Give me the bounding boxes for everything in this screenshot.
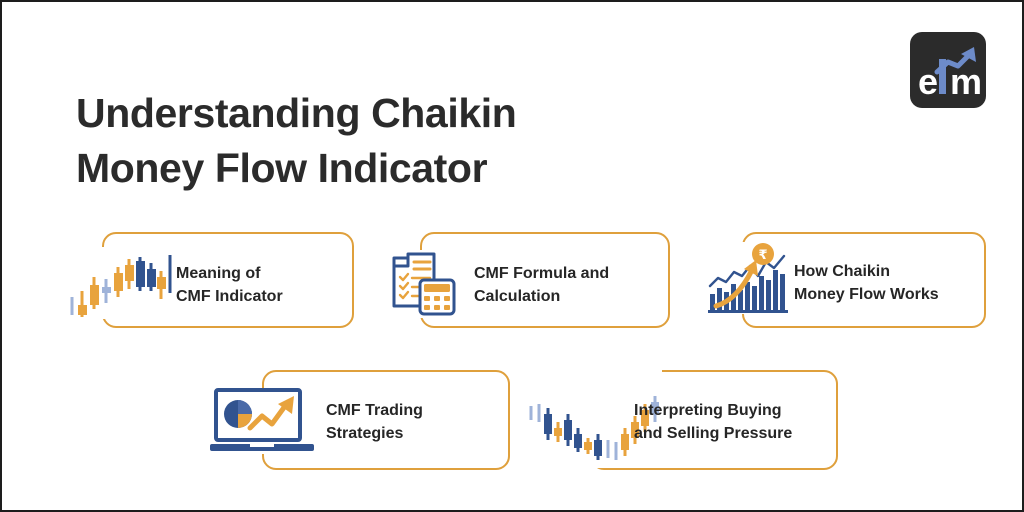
rupee-symbol: ₹ <box>758 248 767 263</box>
topic-card-label-3-line-1: How Chaikin <box>794 263 891 280</box>
topic-card-label-2: CMF Formula and Calculation <box>474 263 609 308</box>
topic-card-label-5: Interpreting Buying and Selling Pressure <box>634 400 792 445</box>
topic-card-label-3: How Chaikin Money Flow Works <box>794 261 939 306</box>
page-title: Understanding Chaikin Money Flow Indicat… <box>76 86 716 195</box>
candlestick-chart-icon <box>66 247 172 319</box>
page-title-line-1: Understanding Chaikin <box>76 90 517 136</box>
svg-text:e: e <box>918 61 938 102</box>
growth-bar-chart-rupee-icon: ₹ <box>708 242 788 314</box>
topic-card-label-1: Meaning of CMF Indicator <box>176 263 283 308</box>
topic-card-label-2-line-2: Calculation <box>474 287 561 305</box>
topic-card-label-4-line-2: Strategies <box>326 424 404 442</box>
svg-text:m: m <box>950 61 982 102</box>
topic-card-label-3-line-2: Money Flow Works <box>794 285 939 303</box>
laptop-analytics-icon <box>210 388 314 454</box>
topic-card-label-5-line-1: Interpreting Buying <box>634 402 782 419</box>
topic-card-label-2-line-1: CMF Formula and <box>474 265 610 282</box>
checklist-calculator-icon <box>390 250 458 318</box>
topic-card-label-1-line-1: Meaning of <box>176 265 261 282</box>
topic-card-label-4-line-1: CMF Trading <box>326 402 423 419</box>
topic-card-label-5-line-2: and Selling Pressure <box>634 424 793 442</box>
topic-card-label-1-line-2: CMF Indicator <box>176 287 283 305</box>
candlestick-pressure-icon <box>526 370 662 468</box>
topic-card-label-4: CMF Trading Strategies <box>326 400 423 445</box>
page-title-line-2: Money Flow Indicator <box>76 144 488 191</box>
elm-logo[interactable]: e m <box>910 32 986 108</box>
